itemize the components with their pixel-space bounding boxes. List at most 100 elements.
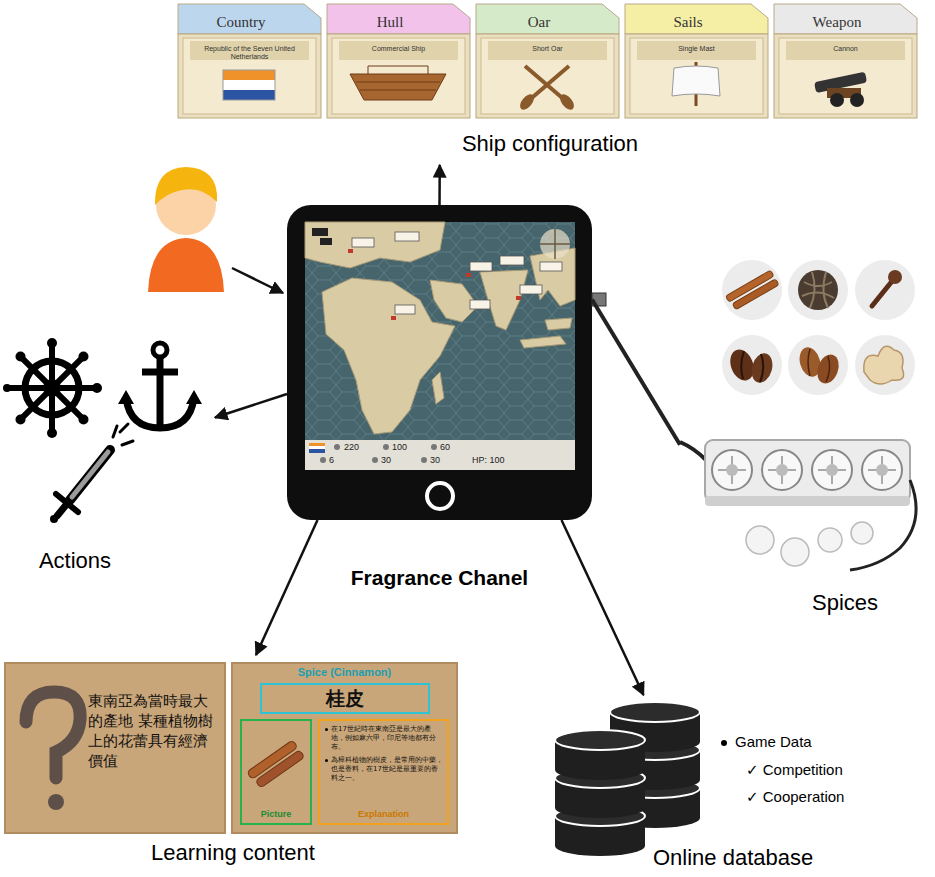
spice-images-part <box>808 349 830 382</box>
monitor-art-part-part <box>320 457 326 463</box>
monitor-art-part-part <box>334 444 340 450</box>
monitor-art-part-part <box>352 238 374 247</box>
monitor-art-part <box>320 444 437 463</box>
part-card-art-part <box>183 38 316 114</box>
monitor: Fragrance Chanel <box>287 205 592 600</box>
card-tab-title: Weapon <box>774 13 900 31</box>
spice-images-part <box>855 335 915 395</box>
scent-device-part-part <box>818 528 842 552</box>
learning-group: Learning content東南亞為當時最大的產地 某種植物樹上的花蕾具有經… <box>3 655 463 873</box>
scent-device-part <box>680 442 706 460</box>
scent-device-part <box>705 496 910 506</box>
part-card-art-part <box>625 4 768 34</box>
monitor-art-part <box>309 449 325 453</box>
part-card-art-part <box>517 92 536 112</box>
card-part-name: Commercial Ship <box>339 45 458 53</box>
monitor-art-part-part <box>545 318 572 330</box>
monitor-art-part-part <box>520 285 542 294</box>
sword-icon-part <box>70 450 110 500</box>
learning-panels-part <box>5 663 225 833</box>
learning-panels-part <box>48 794 64 810</box>
spice-name-box: 桂皮 <box>260 683 430 714</box>
sword-icon-part <box>113 424 133 445</box>
ship-wheel-icon <box>3 338 102 438</box>
part-card-art <box>476 4 619 118</box>
database-cylinders-part <box>610 702 700 722</box>
part-card-art-part <box>625 34 768 118</box>
status-value: 30 <box>430 455 440 466</box>
learning-panels-part-part <box>255 750 304 788</box>
part-card-art-part <box>557 92 576 112</box>
part-card-art-part <box>476 34 619 118</box>
part-card-art-part <box>672 66 720 96</box>
spice-images-part <box>788 335 848 395</box>
monitor-art-part <box>309 443 325 446</box>
card-tab-title: Country <box>178 13 304 31</box>
scent-device-part-part <box>776 464 788 476</box>
list-item: Game Data <box>735 733 925 751</box>
ship-wheel-icon-part <box>43 379 61 397</box>
status-value: 60 <box>440 442 450 453</box>
group-label: Online database <box>653 845 883 871</box>
scent-device-part-part <box>746 526 774 554</box>
card-tab-title: Oar <box>476 13 602 31</box>
part-card: CountryRepublic of the Seven United Neth… <box>178 4 321 118</box>
monitor-art-part <box>352 232 562 314</box>
user-icon-part <box>155 167 217 205</box>
scent-device-part <box>746 522 873 566</box>
scent-device-part <box>726 464 888 476</box>
connector-arrow <box>215 394 287 418</box>
part-card-art-part <box>476 4 619 34</box>
part-card-art-part <box>774 34 917 118</box>
panel-heading: Spice (Cinnamon) <box>232 666 457 679</box>
status-value: 100 <box>392 442 407 453</box>
monitor-art-part-part <box>466 273 471 277</box>
part-card-art-part <box>779 38 912 114</box>
part-card-art-part <box>223 70 275 80</box>
part-card-art-part <box>637 41 756 60</box>
monitor-art-part-part <box>500 256 524 265</box>
monitor-art-part-part <box>431 444 437 450</box>
learning-panels-part <box>232 663 457 833</box>
monitor-art-part-part <box>391 316 396 320</box>
part-card-art-part <box>786 41 905 60</box>
part-card-art-part <box>178 4 321 34</box>
spice-images-part <box>722 335 782 395</box>
card-tab-title: Sails <box>625 13 751 31</box>
part-card-art-part <box>332 38 465 114</box>
actions-group: Actions <box>0 330 215 580</box>
database-cylinders-part <box>555 730 645 750</box>
answer-panel: Spice (Cinnamon)桂皮Picture在17世紀時在東南亞是最大的產… <box>232 663 457 833</box>
part-card: HullCommercial Ship <box>327 4 470 118</box>
part-card-art-part <box>350 74 446 100</box>
list-item: ✓ Competition <box>746 761 926 779</box>
sword-icon <box>50 424 133 523</box>
ship-wheel-icon-part-part <box>79 415 89 425</box>
spice-images-part <box>872 280 893 306</box>
connector-arrow <box>562 520 644 695</box>
monitor-art-part-part <box>432 372 444 404</box>
learning-panels-part <box>26 692 80 778</box>
monitor-art-part-part <box>395 232 419 241</box>
monitor-art-part-part <box>470 300 490 309</box>
system-name: Fragrance Chanel <box>287 565 592 590</box>
ship-config-group: Ship configurationCountryRepublic of the… <box>175 0 925 165</box>
scent-device-part-part <box>781 538 809 566</box>
monitor-art-part-part <box>520 336 566 348</box>
question-text: 東南亞為當時最大的產地 某種植物樹上的花蕾具有經濟價值 <box>88 691 220 771</box>
sword-icon-part <box>72 452 108 497</box>
box-caption: Explanation <box>320 809 447 820</box>
anchor-icon-part <box>126 357 194 428</box>
monitor-art-part <box>287 205 592 520</box>
card-tab-title: Hull <box>327 13 453 31</box>
card-part-name: Short Oar <box>488 45 607 53</box>
part-cards-art <box>178 4 917 118</box>
monitor-art-part-part <box>516 296 521 300</box>
user-icon-part <box>148 238 224 292</box>
monitor-art-part <box>305 222 575 440</box>
scent-device-part-part <box>726 464 738 476</box>
spices-group: Spices <box>680 255 932 620</box>
sword-icon-part <box>50 515 58 523</box>
status-value: HP: 100 <box>472 455 505 466</box>
